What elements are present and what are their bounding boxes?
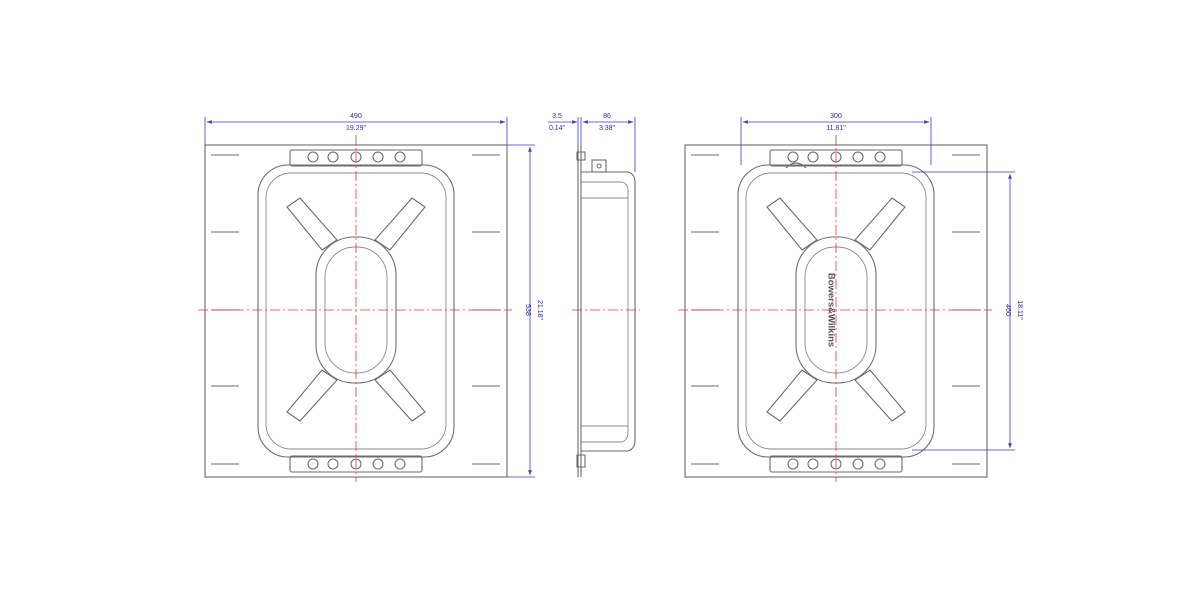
rear-height-in-label: 18.11": [1016, 300, 1023, 320]
side-depth-in-label: 3.38": [599, 125, 616, 132]
rear-width-dimension: 300 11.81": [740, 113, 932, 165]
front-width-dimension: 490 19.29": [204, 113, 508, 145]
front-recess-outer: [257, 164, 455, 458]
rear-recess-outer: [737, 164, 935, 458]
front-width-in-label: 19.29": [346, 125, 367, 132]
side-depth-mm-label: 86: [603, 113, 611, 120]
rear-width-in-label: 11.81": [826, 125, 846, 132]
side-flange-mm-label: 3.5: [552, 113, 562, 120]
side-view: 3.5 0.14" 86 3.38": [548, 113, 640, 477]
side-flange-in-label: 0.14": [549, 125, 566, 132]
rear-width-mm-label: 300: [830, 113, 842, 120]
front-mounting-slots: [211, 154, 500, 465]
side-terminal-block: [591, 159, 607, 173]
rear-height-dimension: 460 18.11": [912, 171, 1023, 451]
side-body: [581, 171, 636, 452]
rear-view: Bowers&Wilkins 300 11.81" 460 18.11": [678, 113, 1023, 482]
rear-height-mm-label: 460: [1004, 304, 1011, 316]
side-depth-dimensions: 3.5 0.14" 86 3.38": [548, 113, 636, 172]
front-height-in-label: 21.18": [536, 300, 543, 321]
front-view: 490 19.29" 538 21.18": [198, 113, 543, 482]
front-height-mm-label: 538: [524, 304, 531, 316]
rear-mounting-slots: [691, 154, 980, 465]
front-height-dimension: 538 21.18": [507, 144, 543, 478]
front-width-mm-label: 490: [350, 113, 362, 120]
